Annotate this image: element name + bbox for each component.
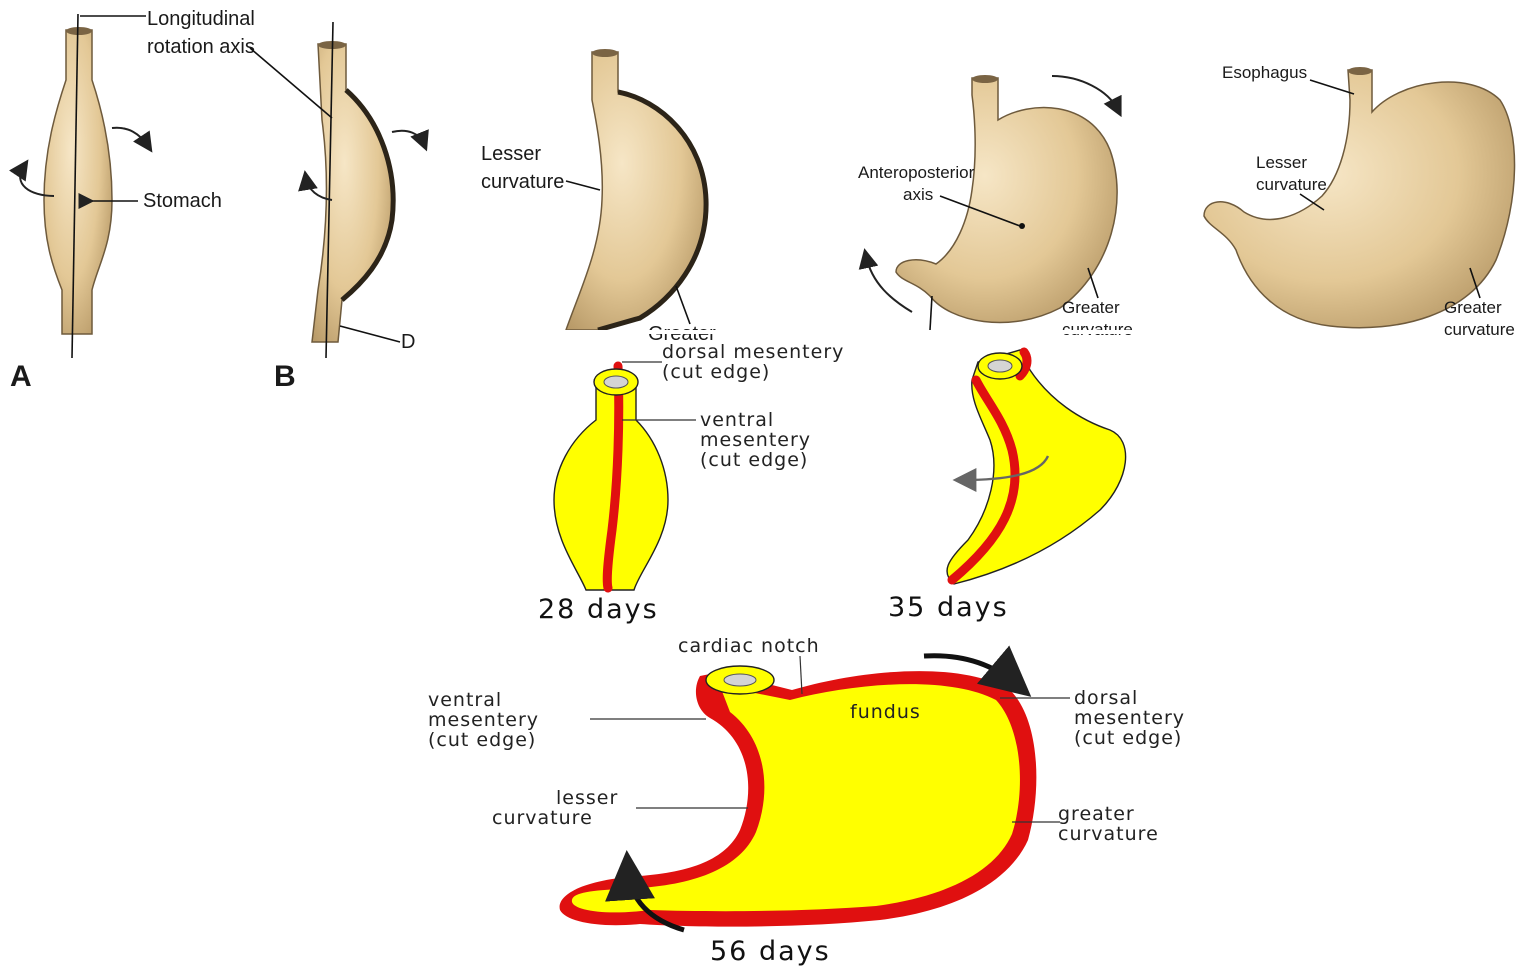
stage-e-stomach — [1204, 67, 1515, 328]
lesser-curvature-e-line1: Lesser — [1256, 153, 1307, 172]
panel-b-label: B — [274, 360, 296, 393]
lesser-curvature-c-line2: curvature — [481, 171, 564, 193]
lesser-curvature-56-line1: lesser — [556, 787, 618, 809]
stage-56-days — [560, 656, 1037, 930]
dorsal-mesentery-56-line2: mesentery — [1074, 707, 1185, 729]
ventral-mesentery-28-line1: ventral — [700, 409, 774, 431]
dorsal-mesentery-28-line2: (cut edge) — [662, 361, 770, 383]
days-28-label: 28 days — [538, 594, 659, 625]
stomach-label: Stomach — [143, 190, 222, 212]
stage-b-stomach — [306, 22, 424, 358]
stage-35-days — [947, 350, 1126, 584]
lesser-curvature-e-line2: curvature — [1256, 175, 1327, 194]
stage-a-stomach — [20, 14, 148, 358]
greater-curvature-56-line1: greater — [1058, 803, 1135, 825]
greater-curvature-e-line2: curvature — [1444, 320, 1515, 339]
bottom-panel: dorsal mesentery (cut edge) ventral mese… — [428, 341, 1185, 966]
dorsal-mesentery-28-line1: dorsal mesentery — [662, 341, 844, 363]
axis-label-line2: rotation axis — [147, 36, 255, 58]
d-label: D — [401, 331, 415, 353]
ventral-mesentery-28-line3: (cut edge) — [700, 449, 808, 471]
greater-curvature-d-line2: curvature — [1062, 320, 1133, 339]
crop-edge — [412, 330, 1242, 334]
fundus-label: fundus — [850, 701, 921, 723]
stage-28-days — [554, 366, 668, 590]
axis-label-line1: Longitudinal — [147, 8, 255, 30]
days-35-label: 35 days — [888, 592, 1009, 623]
cardiac-notch-label: cardiac notch — [678, 635, 820, 657]
greater-curvature-56-line2: curvature — [1058, 823, 1159, 845]
days-56-label: 56 days — [710, 936, 831, 966]
dorsal-mesentery-56-line3: (cut edge) — [1074, 727, 1182, 749]
ventral-mesentery-56-line2: mesentery — [428, 709, 539, 731]
esophagus-label: Esophagus — [1222, 63, 1307, 82]
ventral-mesentery-56-line3: (cut edge) — [428, 729, 536, 751]
top-panel: Longitudinal rotation axis Stomach A B D… — [10, 8, 1515, 393]
ventral-mesentery-28-line2: mesentery — [700, 429, 811, 451]
dorsal-mesentery-56-line1: dorsal — [1074, 687, 1138, 709]
lesser-curvature-56-line2: curvature — [492, 807, 593, 829]
ap-axis-line2: axis — [903, 185, 933, 204]
stage-c-stomach — [566, 49, 706, 330]
greater-curvature-e-line1: Greater — [1444, 298, 1502, 317]
greater-curvature-d-line1: Greater — [1062, 298, 1120, 317]
ventral-mesentery-56-line1: ventral — [428, 689, 502, 711]
lesser-curvature-c-line1: Lesser — [481, 143, 541, 165]
ap-axis-line1: Anteroposterior — [858, 163, 975, 182]
panel-a-label: A — [10, 360, 32, 393]
